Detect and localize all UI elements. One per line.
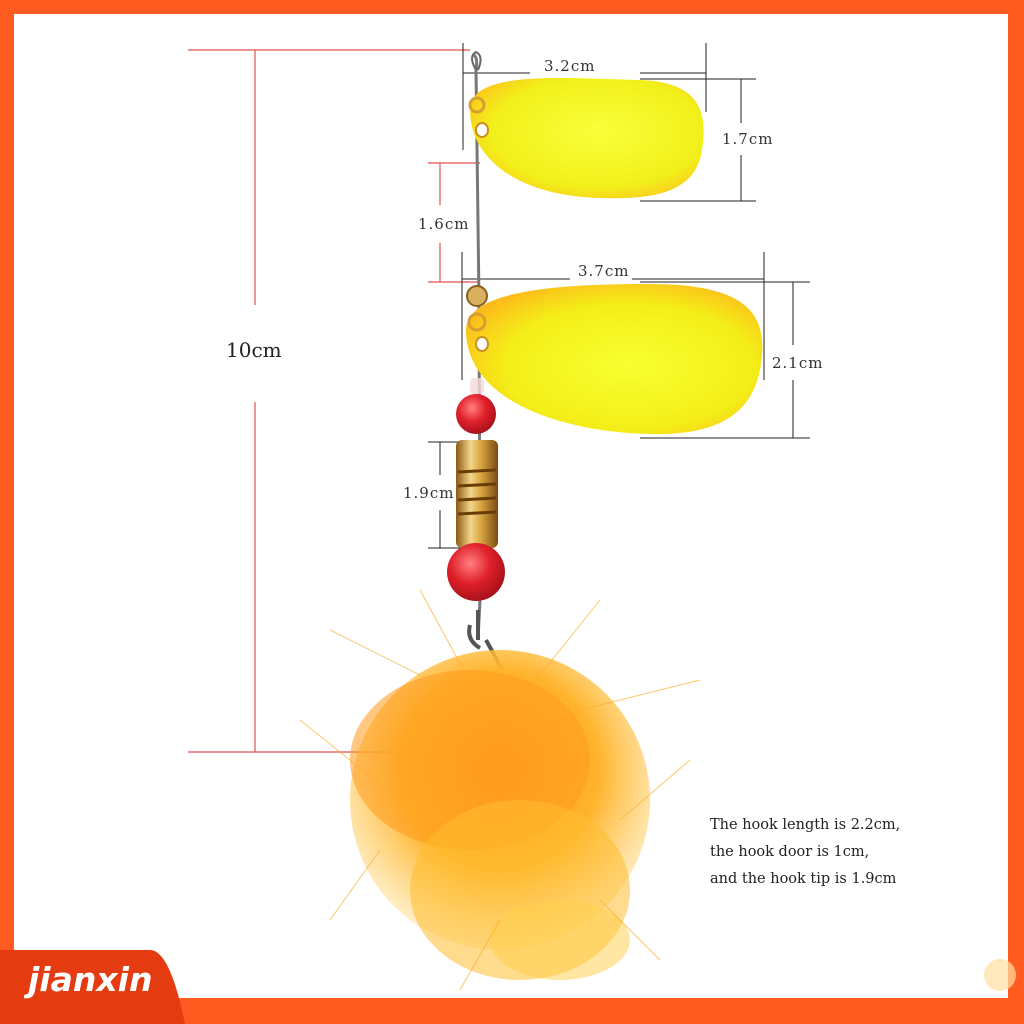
red-bead-bottom — [447, 543, 505, 601]
hook-note-line: the hook door is 1cm, — [710, 844, 870, 860]
blade-gap-label: 1.6cm — [418, 215, 470, 233]
brass-body — [456, 440, 498, 548]
large-blade-clevis — [467, 312, 487, 332]
small-blade-hole — [475, 122, 489, 138]
hook-note-line: and the hook tip is 1.9cm — [710, 871, 897, 887]
hook-note-line: The hook length is 2.2cm, — [710, 817, 901, 833]
total-length-label: 10cm — [226, 338, 282, 362]
red-bead-top — [456, 394, 496, 434]
body-length-label: 1.9cm — [403, 484, 455, 502]
hook-specification-note: The hook length is 2.2cm, the hook door … — [710, 812, 900, 893]
body-grooves — [457, 468, 497, 516]
small-spinner-blade — [470, 78, 704, 199]
small-blade-clevis — [468, 96, 486, 114]
brand-logo: jianxin — [28, 960, 153, 999]
large-blade-height-label: 2.1cm — [772, 354, 824, 372]
clear-bead — [470, 378, 484, 394]
wire-loop — [471, 50, 482, 71]
large-spinner-blade — [466, 284, 763, 435]
large-blade-hole — [475, 336, 489, 352]
brand-banner — [0, 950, 185, 1024]
large-blade-width-label: 3.7cm — [578, 262, 630, 280]
feather-skirt — [299, 589, 701, 991]
dimension-lines — [428, 43, 810, 549]
small-blade-height-label: 1.7cm — [722, 130, 774, 148]
lure-wire — [472, 53, 482, 641]
brass-bead — [466, 285, 488, 307]
small-blade-width-label: 3.2cm — [544, 57, 596, 75]
corner-decoration — [984, 959, 1016, 991]
